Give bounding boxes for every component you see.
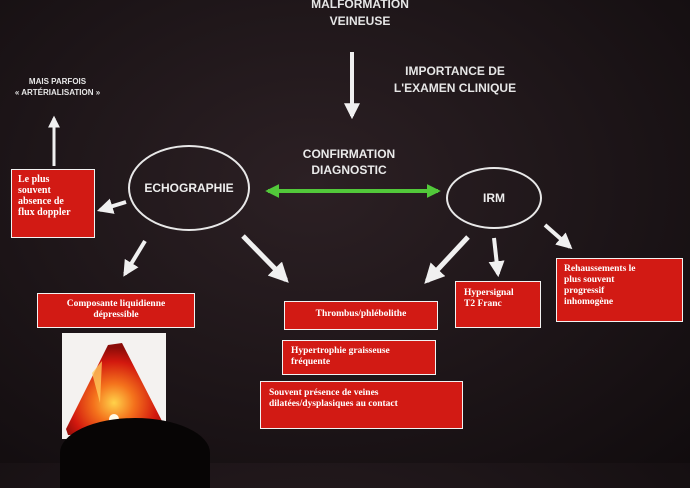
note-examen-clinique: IMPORTANCE DE L'EXAMEN CLINIQUE	[375, 63, 535, 97]
box-thrombus-phlebolithe: Thrombus/phlébolithe	[284, 301, 438, 330]
box-presence-veines-dilatees: Souvent présence de veines dilatées/dysp…	[260, 381, 463, 429]
box-thrombus-line-1: Thrombus/phlébolithe	[315, 309, 407, 319]
node-echographie-label: ECHOGRAPHIE	[144, 181, 234, 195]
arrow-irm-to-thrombus	[424, 235, 470, 284]
box-flux-line-2: souvent	[18, 185, 51, 196]
box-absence-flux-doppler: Le plus souvent absence de flux doppler	[11, 169, 95, 238]
slide: MALFORMATION VEINEUSE IMPORTANCE DE L'EX…	[5, 0, 683, 488]
arrow-echo-to-thrombus	[241, 234, 289, 283]
box-flux-line-4: flux doppler	[18, 207, 71, 218]
lesion-highlight	[92, 361, 102, 403]
box-souvent-line-1: Souvent présence de veines	[269, 388, 379, 398]
arrow-irm-to-rehaussement	[543, 223, 573, 250]
note-confirmation-line-2: DIAGNOSTIC	[311, 163, 387, 177]
arrow-echo-to-composante	[123, 239, 147, 277]
box-hypertrophie-graisseuse: Hypertrophie graisseuse fréquente	[282, 340, 436, 375]
note-mais-parfois: MAIS PARFOIS « ARTÉRIALISATION »	[5, 76, 110, 98]
note-confirmation-line-1: CONFIRMATION	[302, 147, 396, 161]
note-mais-line-2: « ARTÉRIALISATION »	[14, 88, 101, 97]
box-hypersignal-line-1: Hypersignal	[464, 288, 514, 298]
title-line-1: MALFORMATION	[311, 0, 409, 11]
box-composante-line-1: Composante liquidienne	[66, 299, 166, 309]
note-examen-line-1: IMPORTANCE DE	[405, 64, 505, 78]
audience-head-silhouette	[60, 418, 210, 488]
note-confirmation-diagnostic: CONFIRMATION DIAGNOSTIC	[285, 146, 413, 178]
arrow-echo-to-flux	[96, 198, 127, 214]
title-line-2: VEINEUSE	[329, 14, 391, 28]
box-rehaussement-line-1: Rehaussements le	[564, 264, 636, 274]
box-hypertrophie-line-2: fréquente	[291, 357, 331, 367]
box-composante-liquidienne: Composante liquidienne dépressible	[37, 293, 195, 328]
box-rehaussement-line-3: progressif	[564, 286, 605, 296]
box-souvent-line-2: dilatées/dysplasiques au contact	[269, 399, 398, 409]
note-examen-line-2: L'EXAMEN CLINIQUE	[393, 81, 517, 95]
node-irm-label: IRM	[483, 191, 505, 205]
box-hypersignal-t2: Hypersignal T2 Franc	[455, 281, 541, 328]
box-rehaussement-line-4: inhomogène	[564, 297, 614, 307]
box-flux-line-1: Le plus	[18, 174, 50, 185]
arrows-layer	[48, 52, 573, 284]
box-composante-line-2: dépressible	[93, 310, 139, 320]
node-irm: IRM	[446, 167, 542, 229]
box-hypersignal-line-2: T2 Franc	[464, 299, 502, 309]
box-rehaussement-line-2: plus souvent	[564, 275, 615, 285]
arrow-irm-to-hypersignal	[488, 237, 505, 278]
box-flux-line-3: absence de	[18, 196, 64, 207]
lesion-shape	[66, 343, 162, 435]
box-rehaussement-progressif: Rehaussements le plus souvent progressif…	[556, 258, 683, 322]
slide-title: MALFORMATION VEINEUSE	[270, 0, 450, 30]
node-echographie: ECHOGRAPHIE	[128, 145, 250, 231]
note-mais-line-1: MAIS PARFOIS	[28, 77, 87, 86]
box-hypertrophie-line-1: Hypertrophie graisseuse	[291, 346, 390, 356]
